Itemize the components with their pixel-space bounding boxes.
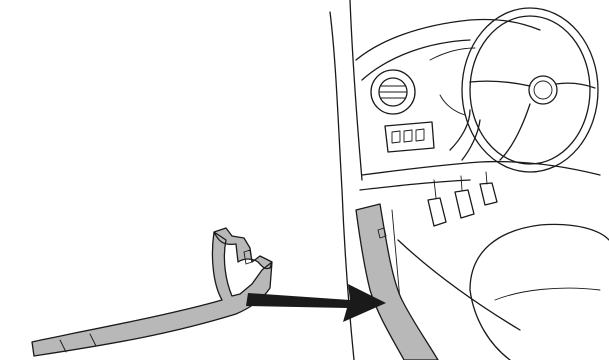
floor-edge [398,240,520,330]
knee-panel-edge [360,180,470,190]
driver-seat [470,224,609,360]
lower-dash-edge [362,162,600,175]
steering-wheel [450,8,598,172]
loose-trim-part [32,228,272,356]
air-vent [371,70,415,114]
door-frame-edge [350,0,362,180]
column-shroud [440,95,465,115]
installed-trim-panel [356,204,438,360]
trim-part-body [32,228,272,356]
switch-panel [385,122,434,152]
dashboard-top [356,19,540,60]
